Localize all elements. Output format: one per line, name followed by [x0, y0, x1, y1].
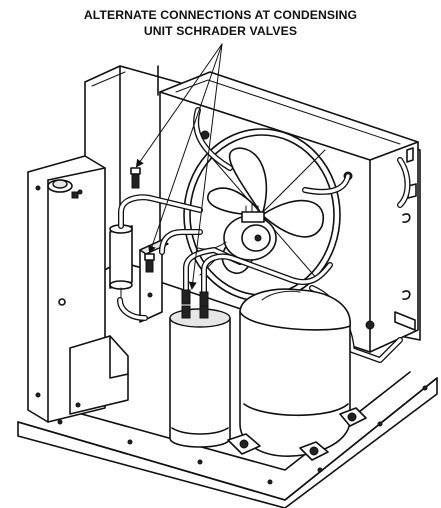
compressor-mounts: [227, 407, 367, 461]
schrader-valves-compressor: [181, 289, 209, 307]
leader-arrows: [135, 43, 223, 290]
cover-plate: [69, 335, 129, 415]
figure-caption: ALTERNATE CONNECTIONS AT CONDENSING UNIT…: [0, 7, 441, 39]
caption-line-1: ALTERNATE CONNECTIONS AT CONDENSING: [83, 8, 358, 22]
fan-motor: [197, 203, 277, 261]
schrader-valve-upper: [130, 167, 141, 189]
sight-glass: [47, 179, 79, 199]
caption-line-2: UNIT SCHRADER VALVES: [143, 24, 298, 38]
schrader-valve-lower: [144, 253, 155, 273]
accumulator: [169, 305, 231, 448]
compressor: [239, 288, 351, 457]
base-pan: [17, 371, 438, 508]
filter-drier: [109, 224, 133, 299]
